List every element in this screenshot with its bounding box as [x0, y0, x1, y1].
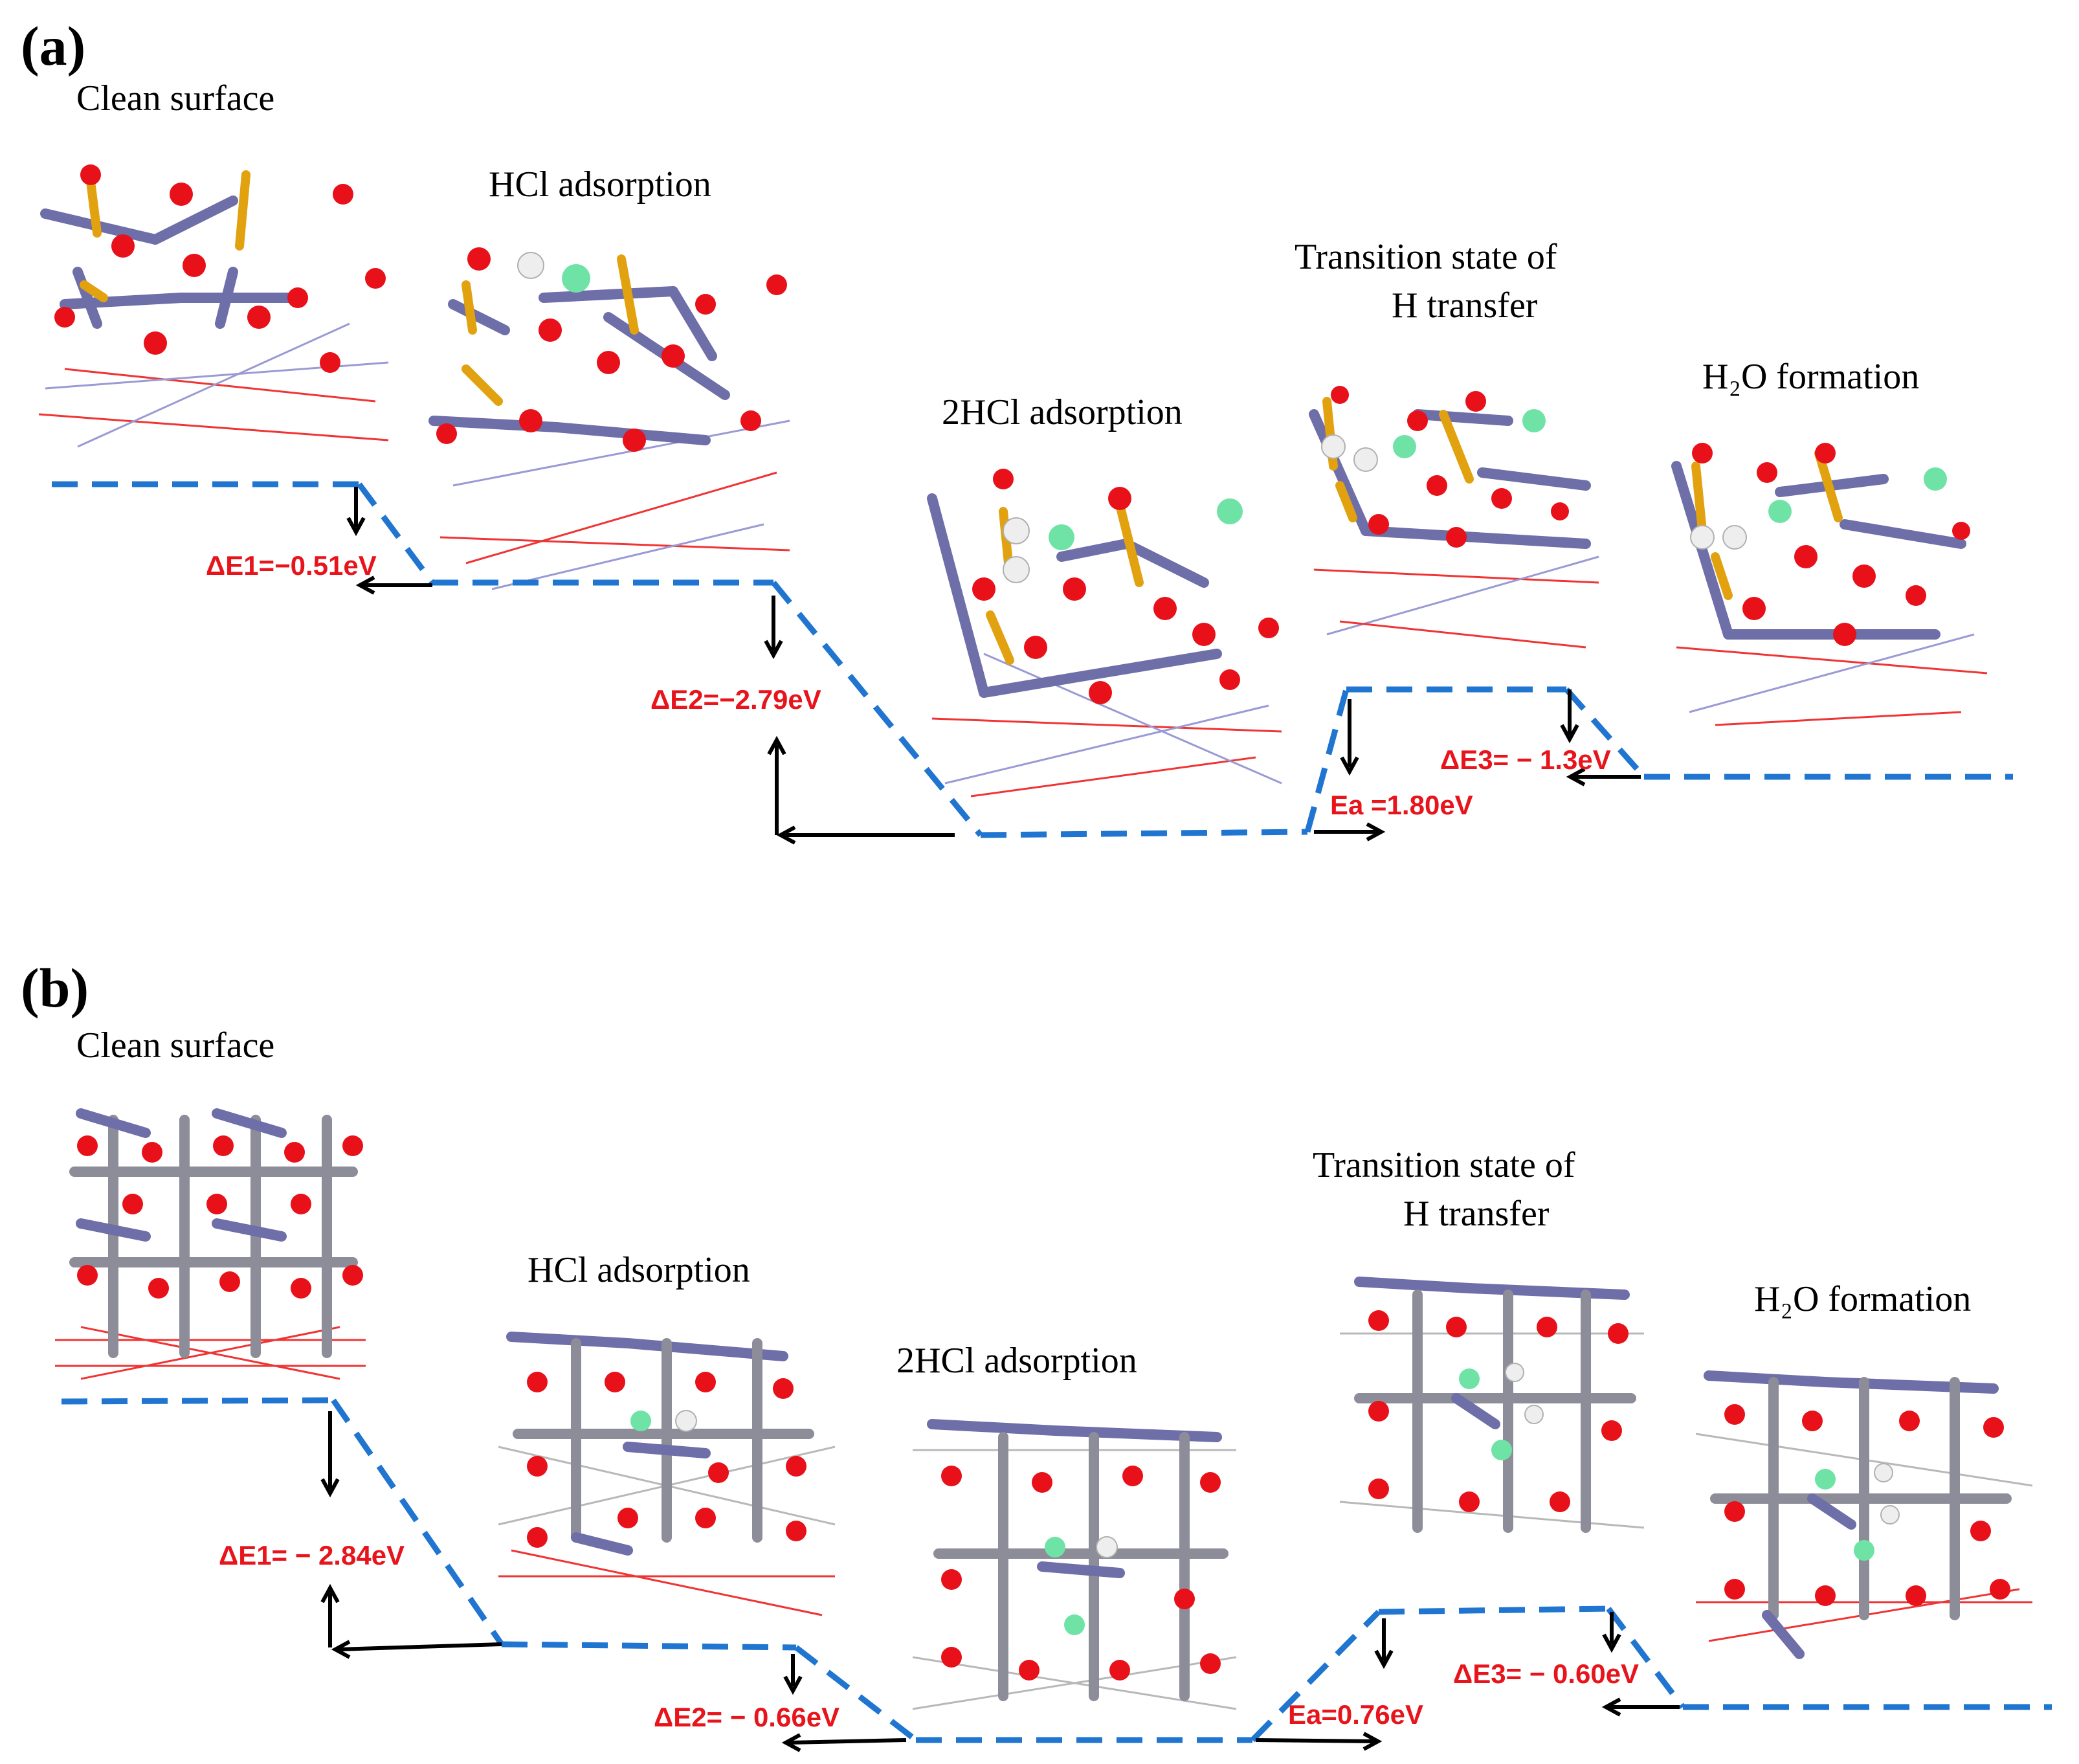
structure-a-hcl-adsorption — [428, 247, 790, 590]
structure-b-hcl-adsorption — [498, 1332, 836, 1616]
energy-b-Ea: Ea=0.76eV — [1288, 1699, 1423, 1730]
structure-b-clean-surface — [55, 1108, 366, 1380]
level-b-ts — [1378, 1605, 1609, 1615]
connector-b-3 — [1250, 1609, 1381, 1743]
state-label-b-transition-line2: H transfer — [1403, 1194, 1550, 1234]
connector-b-4 — [1606, 1607, 1685, 1709]
energy-a-Ea: Ea =1.80eV — [1330, 790, 1473, 820]
state-label-b-2hcl-adsorption: 2HCl adsorption — [896, 1341, 1137, 1381]
connector-a-2 — [771, 581, 983, 837]
connector-a-1 — [357, 482, 435, 585]
state-label-h2o-formation: H₂O formation — [1702, 357, 1919, 397]
state-label-hcl-adsorption: HCl adsorption — [489, 164, 711, 205]
panel-a: (a) Clean surface HCl adsorption 2HCl ad… — [21, 15, 2013, 845]
structure-a-clean-surface — [38, 164, 389, 448]
state-label-b-transition-line1: Transition state of — [1313, 1145, 1575, 1185]
connector-a-4 — [1564, 687, 1647, 779]
state-label-clean-surface: Clean surface — [76, 78, 274, 118]
structure-a-2hcl-adsorption — [927, 469, 1282, 798]
connector-b-2 — [794, 1645, 918, 1743]
state-label-b-clean-surface: Clean surface — [76, 1025, 274, 1066]
level-b-hcl — [501, 1641, 797, 1651]
state-label-2hcl-adsorption: 2HCl adsorption — [942, 392, 1183, 432]
structure-b-transition-state — [1339, 1277, 1645, 1533]
arrow-a-Ea — [1314, 699, 1386, 842]
energy-a-dE1: ΔE1=−0.51eV — [206, 550, 377, 581]
structure-b-2hcl-adsorption — [912, 1419, 1237, 1710]
arrow-b-dE1 — [320, 1411, 502, 1659]
connector-b-1 — [331, 1398, 504, 1646]
energy-b-dE3: ΔE3= − 0.60eV — [1453, 1658, 1639, 1689]
energy-a-dE2: ΔE2=−2.79eV — [650, 684, 821, 715]
level-b-clean — [61, 1397, 334, 1405]
structure-a-h2o-formation — [1671, 443, 1988, 726]
state-label-b-hcl-adsorption: HCl adsorption — [528, 1250, 750, 1290]
energy-a-dE3: ΔE3= − 1.3eV — [1440, 744, 1611, 775]
panel-b: (b) Clean surface HCl adsorption 2HCl ad… — [21, 957, 2052, 1752]
arrow-a-dE1 — [346, 487, 432, 595]
state-label-b-h2o-formation: H₂O formation — [1754, 1279, 1971, 1319]
energy-b-dE1: ΔE1= − 2.84eV — [219, 1540, 405, 1570]
structure-b-h2o-formation — [1695, 1370, 2033, 1659]
structure-a-transition-state — [1309, 386, 1599, 649]
panel-a-label: (a) — [21, 15, 85, 77]
state-label-transition-line2: H transfer — [1392, 285, 1538, 326]
state-label-transition-line1: Transition state of — [1295, 237, 1557, 277]
arrow-b-dE2 — [781, 1654, 907, 1752]
panel-b-label: (b) — [21, 957, 89, 1019]
arrow-a-dE2 — [764, 596, 955, 845]
connector-a-3 — [1304, 688, 1350, 833]
level-a-2hcl — [980, 829, 1308, 838]
energy-b-dE2: ΔE2= − 0.66eV — [654, 1702, 839, 1732]
arrow-a-dE3 — [1560, 689, 1641, 787]
arrow-b-Ea — [1255, 1618, 1394, 1751]
arrow-b-dE3 — [1601, 1612, 1680, 1717]
